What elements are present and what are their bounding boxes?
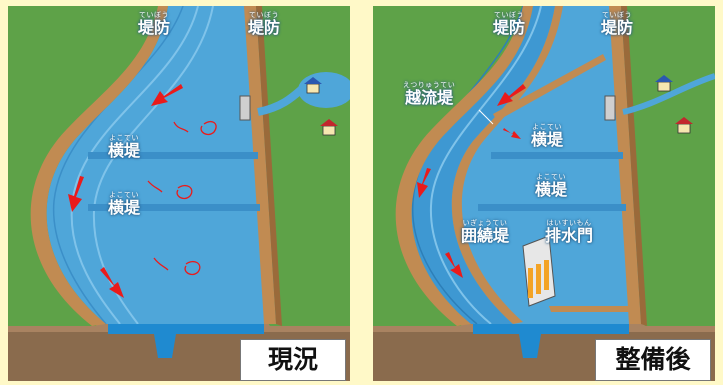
main-channel [411,6,555,324]
embankment-label-right: ていぼう 堤防 [601,11,634,37]
ring-levee [451,6,563,324]
embankment-label-right: ていぼう 堤防 [248,11,281,37]
arrow-icon [497,84,526,106]
flow-arrows [68,84,183,298]
left-embankment [395,6,533,326]
arrow-icon [417,168,431,198]
retention-basin [411,6,641,324]
ring-levee-label: いぎょうてい 囲繞堤 [461,219,510,245]
groyne-label-upper: よこてい 横堤 [531,123,564,149]
groyne-lower [478,204,626,211]
drain-gate-structure [522,235,556,307]
arrow-icon [151,84,183,106]
arrow-icon [445,252,463,278]
sluice-gate [604,95,616,121]
groyne-upper [491,152,623,159]
caption-before: 現況 [240,339,346,381]
leader-line [478,109,494,125]
caption-after: 整備後 [595,339,711,381]
tributary [622,73,715,115]
overflow-levee [493,54,606,121]
after-illustration [373,6,715,381]
groyne-label-upper: よこてい 横堤 [108,134,141,160]
groyne-label-lower: よこてい 横堤 [535,173,568,199]
house-red-icon [675,117,693,134]
low-water-channel [519,334,541,358]
groyne-upper [88,152,258,159]
house-blue-icon [304,77,322,94]
sluice-gate [239,95,251,121]
right-embankment [609,6,641,324]
right-embankment [244,6,276,324]
eddy-icons [147,120,217,276]
drain-gate-label: はいすいもん 排水門 [545,219,594,245]
panel-before: ていぼう 堤防 ていぼう 堤防 よこてい 横堤 よこてい 横堤 現況 [8,6,350,381]
house-blue-icon [655,75,673,92]
overflow-levee-label: えつりゅうてい 越流堤 [403,81,456,107]
before-illustration [8,6,350,381]
arrow-icon [68,176,84,212]
flow-arrows [417,84,526,278]
groyne-lower [88,204,260,211]
panel-after: ていぼう 堤防 ていぼう 堤防 えつりゅうてい 越流堤 よこてい 横堤 よこてい… [373,6,715,381]
arrow-icon [503,128,521,139]
left-embankment [30,6,168,326]
groyne-label-lower: よこてい 横堤 [108,191,141,217]
embankment-label-left: ていぼう 堤防 [138,11,171,37]
river-channel [46,6,277,324]
house-red-icon [320,119,338,136]
embankment-label-left: ていぼう 堤防 [493,11,526,37]
arrow-icon [100,267,124,298]
low-water-channel [154,334,176,358]
